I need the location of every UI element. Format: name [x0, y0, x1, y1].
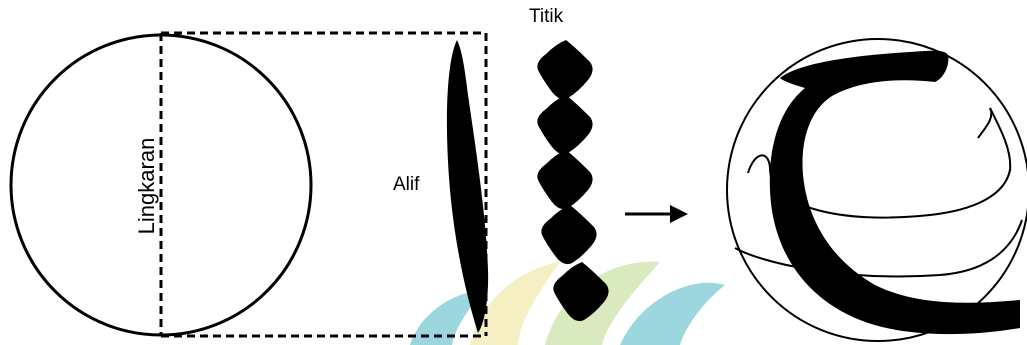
rhombic-dot [553, 262, 609, 322]
dots-label: Titik [529, 6, 564, 27]
right-arrow-icon [625, 205, 688, 223]
alif-label: Alif [393, 174, 420, 195]
guide-curve [734, 219, 1023, 278]
guide-curve [977, 107, 993, 139]
rhombic-dot [541, 205, 597, 265]
result-circle [726, 38, 1027, 342]
dots-figure: Titik [529, 6, 609, 322]
letter-ha-figure [726, 38, 1027, 342]
alif-stroke [446, 40, 489, 333]
rhombic-dot [537, 40, 593, 100]
alif-figure: Alif [393, 40, 489, 333]
letter-ha-glyph [769, 50, 1020, 335]
rhombic-dot [537, 95, 593, 155]
rhombic-dot [537, 150, 593, 210]
circle-label: Lingkaran [134, 138, 159, 235]
guide-curve [747, 107, 1012, 219]
